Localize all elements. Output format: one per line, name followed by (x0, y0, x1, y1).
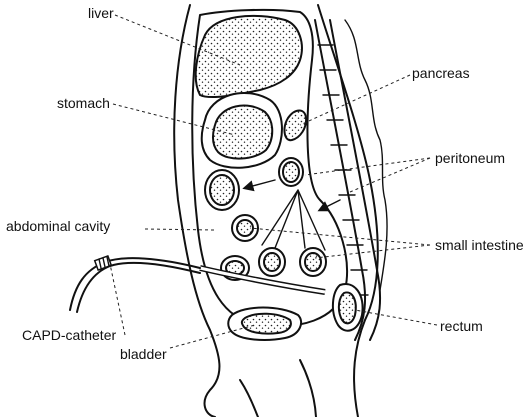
label-liver: liver (88, 5, 114, 21)
stomach-contents (212, 104, 274, 160)
leg-outline (239, 359, 317, 417)
back-outline (317, 4, 379, 417)
leader-stomach (112, 103, 236, 136)
colon-segment-inner (209, 174, 235, 206)
rectum-contents (337, 291, 357, 325)
leader-abdominal-cavity (144, 228, 216, 231)
label-bladder: bladder (120, 346, 167, 362)
intestine-loop-4-inner (304, 252, 322, 272)
label-small-intestine: small intestine (435, 237, 524, 253)
bladder-contents (240, 312, 292, 335)
mesentery (261, 189, 326, 251)
leader-peritoneum-2 (349, 157, 431, 193)
label-peritoneum: peritoneum (435, 150, 506, 166)
leader-pancreas (299, 74, 411, 126)
duodenum-segment-inner (282, 161, 300, 183)
leader-small-intestine-1 (249, 227, 431, 246)
label-rectum: rectum (440, 318, 483, 334)
leader-small-intestine-2 (314, 244, 431, 259)
label-stomach: stomach (57, 95, 110, 111)
catheter-cuff (93, 254, 113, 272)
label-pancreas: pancreas (412, 65, 470, 81)
body-outline (173, 4, 221, 417)
pancreas-organ (283, 109, 308, 142)
capd-catheter-tube-inner (199, 266, 326, 294)
leader-rectum (354, 309, 438, 326)
peritoneum-lining (191, 8, 348, 328)
intestine-arrow (317, 199, 341, 212)
leader-bladder (169, 324, 256, 349)
intestine-loop-3-inner (263, 252, 281, 272)
capd-catheter-external (69, 257, 201, 311)
liver-organ (194, 14, 303, 99)
peritoneum-arrow (242, 179, 276, 192)
capd-catheter-external-2 (76, 261, 201, 313)
intestine-loop-1-inner (236, 219, 254, 237)
leader-capd (109, 263, 126, 336)
label-abdominal-cavity: abdominal cavity (6, 218, 111, 234)
spine (314, 19, 388, 341)
label-capd-catheter: CAPD-catheter (22, 327, 117, 343)
leader-liver (114, 14, 241, 66)
